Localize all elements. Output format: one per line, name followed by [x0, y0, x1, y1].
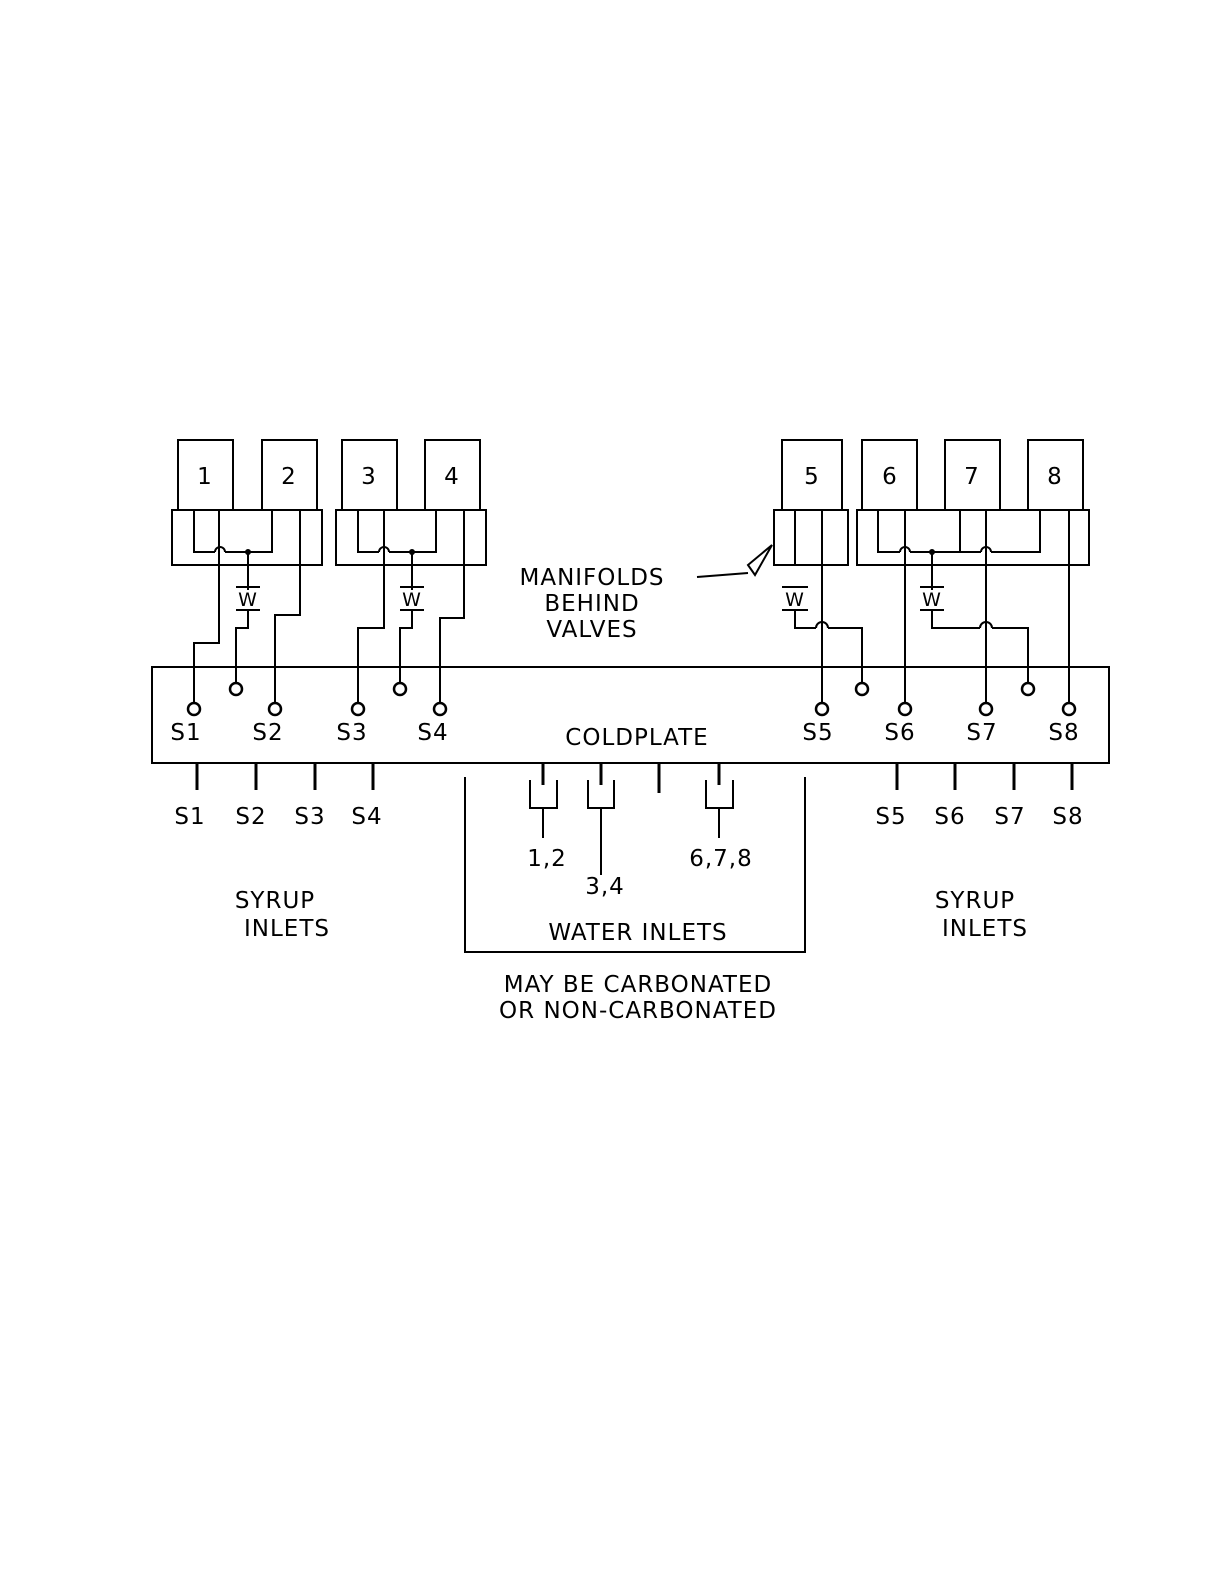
coldplate-label: COLDPLATE: [565, 725, 708, 751]
manifold-c: [774, 510, 848, 565]
manifold-d: [857, 510, 1089, 590]
syrup-caption-left-line-1: SYRUP: [235, 888, 315, 914]
water-fitting-c-label: W: [785, 589, 805, 611]
valve-3-label: 3: [361, 464, 377, 490]
syrup-inlet-labels: S1 S2 S3 S4 S5 S6 S7 S8: [174, 804, 1083, 830]
valve-2-label: 2: [281, 464, 297, 490]
valve-7: 7: [945, 440, 1000, 510]
water-inlets-caption: WATER INLETS: [548, 920, 727, 946]
coldplate: COLDPLATE: [152, 667, 1109, 763]
inlet-label-s7: S7: [994, 804, 1025, 830]
water-fitting-d: W: [920, 587, 1028, 683]
valve-6-label: 6: [882, 464, 898, 490]
inlet-label-s8: S8: [1052, 804, 1083, 830]
plate-label-s2: S2: [252, 720, 283, 746]
water-fitting-b: W: [400, 587, 424, 683]
valve-6: 6: [862, 440, 917, 510]
syrup-inlet-stubs: [197, 763, 1072, 790]
syrup-inlets-caption-right: SYRUP INLETS: [935, 888, 1028, 942]
coldplate-water-ports: [230, 683, 1034, 695]
carbonation-note-line-2: OR NON-CARBONATED: [499, 998, 777, 1024]
water-inlet-label-3-4: 3,4: [585, 874, 625, 900]
plate-label-s1: S1: [170, 720, 201, 746]
syrup-inlets-caption-left: SYRUP INLETS: [235, 888, 330, 942]
inlet-label-s4: S4: [351, 804, 382, 830]
valve-1-label: 1: [197, 464, 213, 490]
valve-4: 4: [425, 440, 480, 510]
manifold-note-line-3: VALVES: [546, 617, 637, 643]
water-inlet-label-1-2: 1,2: [527, 846, 567, 872]
plate-label-s3: S3: [336, 720, 367, 746]
carbonation-note: MAY BE CARBONATED OR NON-CARBONATED: [499, 972, 777, 1024]
valve-4-label: 4: [444, 464, 460, 490]
water-fitting-a: W: [236, 587, 260, 683]
manifold-note-line-2: BEHIND: [544, 591, 639, 617]
valve-7-label: 7: [964, 464, 980, 490]
valve-5-label: 5: [804, 464, 820, 490]
plate-label-s5: S5: [802, 720, 833, 746]
plate-label-s7: S7: [966, 720, 997, 746]
water-inlet-label-6-7-8: 6,7,8: [689, 846, 753, 872]
valve-5: 5: [782, 440, 842, 510]
valve-1: 1: [178, 440, 233, 510]
syrup-caption-left-line-2: INLETS: [244, 916, 330, 942]
water-fitting-b-label: W: [402, 589, 422, 611]
valve-2: 2: [262, 440, 317, 510]
valve-8: 8: [1028, 440, 1083, 510]
water-inlet-labels: 1,2 3,4 6,7,8: [527, 846, 753, 900]
carbonation-note-line-1: MAY BE CARBONATED: [504, 972, 772, 998]
syrup-caption-right-line-2: INLETS: [942, 916, 1028, 942]
manifold-note: MANIFOLDS BEHIND VALVES: [519, 545, 772, 643]
inlet-label-s3: S3: [294, 804, 325, 830]
plate-label-s8: S8: [1048, 720, 1079, 746]
manifold-note-line-1: MANIFOLDS: [519, 565, 664, 591]
plate-label-s4: S4: [417, 720, 448, 746]
inlet-label-s5: S5: [875, 804, 906, 830]
coldplate-syrup-ports: [188, 703, 1075, 715]
valve-3: 3: [342, 440, 397, 510]
inlet-label-s2: S2: [235, 804, 266, 830]
water-fitting-d-label: W: [922, 589, 942, 611]
inlet-label-s6: S6: [934, 804, 965, 830]
plate-label-s6: S6: [884, 720, 915, 746]
inlet-label-s1: S1: [174, 804, 205, 830]
water-fitting-a-label: W: [238, 589, 258, 611]
syrup-caption-right-line-1: SYRUP: [935, 888, 1015, 914]
valve-8-label: 8: [1047, 464, 1063, 490]
